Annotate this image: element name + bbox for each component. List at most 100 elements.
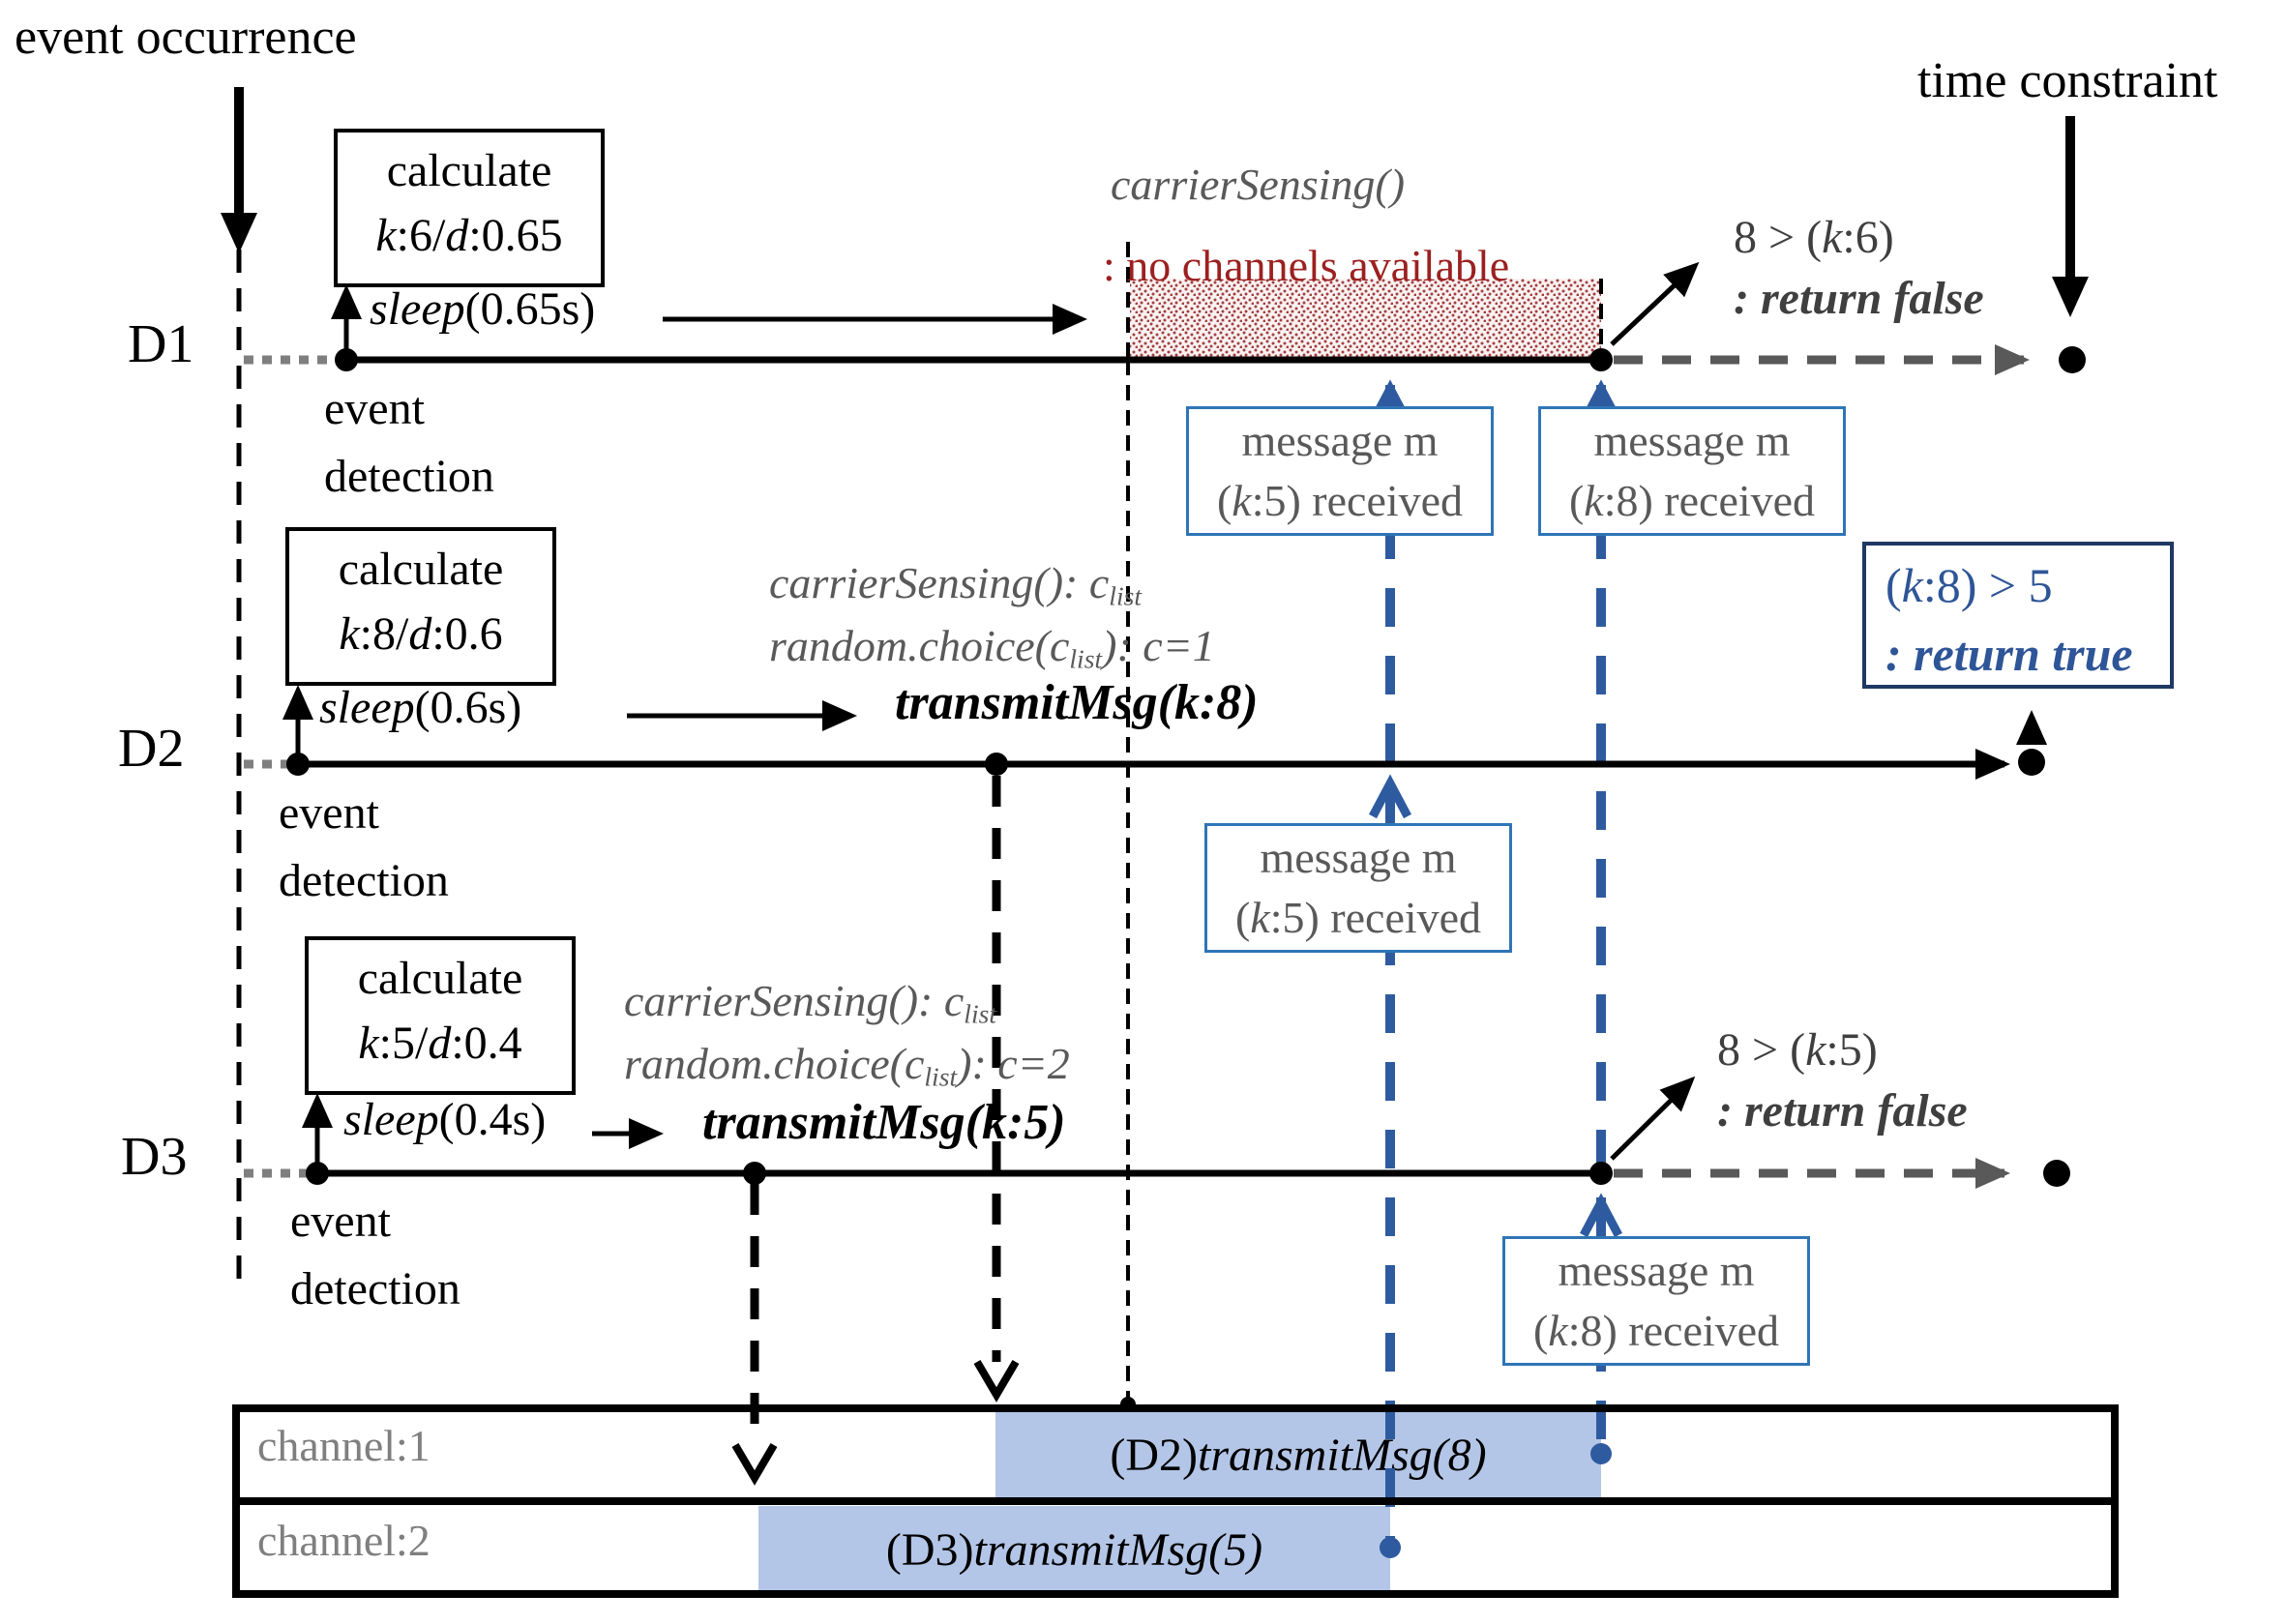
d1-return-false-label: : return false: [1734, 273, 1984, 324]
d3-cmp-post: :5): [1826, 1024, 1878, 1076]
d3-calc-title: calculate: [357, 953, 523, 1004]
k5-k: k: [1250, 893, 1270, 942]
d1-msg-k5-box: message m (k:5) received: [1186, 406, 1494, 536]
d3-sleep-arg: (0.4s): [438, 1094, 547, 1145]
d1-calc-d: d: [445, 210, 469, 262]
d3-cmp-pre: 8 > (: [1717, 1024, 1806, 1076]
d1-calc-kv: :6/: [396, 210, 446, 262]
time-constraint-label: time constraint: [1917, 53, 2218, 108]
d3-calc-k: k: [358, 1018, 379, 1070]
k8-k: k: [1584, 476, 1604, 525]
msg-k8-line: (k:8) received: [1505, 1301, 1807, 1361]
d2-tx-pre: transmitMsg(: [895, 675, 1174, 730]
msg-m-line: message m: [1593, 415, 1791, 465]
k5-pre: (: [1216, 476, 1232, 525]
d3-calc-values: k:5/d:0.4: [309, 1011, 572, 1076]
d1-cmp-k: k: [1822, 212, 1843, 263]
d3-cmp-k: k: [1805, 1024, 1826, 1076]
d3-transmit-label: transmitMsg(k:5): [702, 1095, 1066, 1150]
d2-rc-pre: random.choice(c: [769, 621, 1070, 670]
d2-result-line: (k:8) > 5: [1885, 551, 2170, 620]
d1-no-channels-label: : no channels available: [1103, 241, 1510, 290]
d3-rc-c: c: [997, 1039, 1018, 1088]
d1-calc-box: calculate k:6/d:0.65: [334, 129, 605, 287]
d2-calc-box: calculate k:8/d:0.6: [285, 527, 556, 686]
d2-calc-dv: :0.6: [431, 608, 503, 661]
d3-calc-d: d: [428, 1018, 452, 1070]
k5-post: :5) received: [1269, 893, 1482, 942]
k8-post: :8) received: [1603, 476, 1816, 525]
d2-return-true-label: : return true: [1885, 627, 2133, 681]
d2-calc-title: calculate: [338, 544, 504, 595]
d3-random-choice-label: random.choice(clist): c=2: [624, 1039, 1070, 1092]
d3-tx-k: k: [981, 1095, 1007, 1150]
d3-sleep-fn: sleep: [343, 1094, 439, 1145]
d2-cs-sub: list: [1109, 580, 1143, 611]
d2-res-pre: (: [1885, 558, 1902, 612]
d1-event-word: event: [324, 383, 425, 434]
d1-calc-k: k: [375, 210, 397, 262]
d1-cmp-post: :6): [1842, 212, 1894, 263]
d2-carrier-sensing-label: carrierSensing(): clist: [769, 558, 1143, 611]
d3-tx-pre: transmitMsg(: [702, 1095, 982, 1150]
msg-k5-line: (k:5) received: [1207, 888, 1509, 948]
k8-pre: (: [1532, 1306, 1549, 1355]
d2-event-detection: event detection: [279, 780, 449, 914]
k5-post: :5) received: [1251, 476, 1464, 525]
k5-k: k: [1232, 476, 1252, 525]
d2-calc-kv: :8/: [359, 608, 409, 661]
d2-tx-post: :8): [1199, 675, 1259, 730]
d3-rc-sub: list: [924, 1061, 958, 1092]
d1-sleep-label: sleep(0.65s): [370, 283, 596, 336]
d1-sleep-arg: (0.65s): [464, 283, 596, 335]
d1-carrier-sensing-label: carrierSensing(): [1111, 160, 1406, 209]
d3-cs-pre: carrierSensing(): c: [624, 976, 965, 1025]
d1-compare-label: 8 > (k:6): [1734, 212, 1894, 264]
d3-cs-sub: list: [964, 998, 997, 1029]
d3-calc-dv: :0.4: [451, 1018, 522, 1070]
d2-rc-eq: =1: [1162, 621, 1215, 670]
d2-calc-d: d: [408, 608, 432, 661]
d2-calc-values: k:8/d:0.6: [289, 602, 552, 666]
d3-sleep-label: sleep(0.4s): [343, 1094, 547, 1146]
d2-res-post: :8) > 5: [1922, 558, 2053, 612]
d3-calc-kv: :5/: [378, 1018, 429, 1070]
d2-transmit-label: transmitMsg(k:8): [895, 675, 1259, 730]
d1-sleep-fn: sleep: [370, 283, 465, 335]
msg-m-line: message m: [1241, 415, 1439, 465]
d2-msg-k5-box: message m (k:5) received: [1204, 823, 1512, 953]
d2-label: D2: [118, 719, 185, 779]
d3-carrier-sensing-label: carrierSensing(): clist: [624, 976, 997, 1029]
d2-rc-sub: list: [1069, 643, 1103, 674]
d1-calc-values: k:6/d:0.65: [338, 203, 601, 268]
d3-label: D3: [121, 1127, 188, 1187]
k8-pre: (: [1568, 476, 1585, 525]
d3-tx-post: :5): [1006, 1095, 1066, 1150]
d2-res-k: k: [1901, 558, 1923, 612]
d2-sleep-label: sleep(0.6s): [319, 682, 522, 734]
d2-cs-pre: carrierSensing(): c: [769, 558, 1110, 607]
k8-post: :8) received: [1567, 1306, 1780, 1355]
event-occurrence-label: event occurrence: [15, 10, 357, 65]
k8-k: k: [1548, 1306, 1568, 1355]
d3-calc-box: calculate k:5/d:0.4: [305, 936, 576, 1095]
d2-random-choice-label: random.choice(clist): c=1: [769, 621, 1215, 674]
d2-sleep-arg: (0.6s): [414, 682, 522, 733]
d1-msg-k8-box: message m (k:8) received: [1538, 406, 1846, 536]
d3-msg-k8-box: message m (k:8) received: [1502, 1236, 1810, 1366]
channel1-label: channel:1: [257, 1421, 430, 1470]
msg-m-line: message m: [1558, 1245, 1755, 1295]
msg-k5-line: (k:5) received: [1189, 471, 1491, 531]
d2-rc-post: ):: [1102, 621, 1143, 670]
d1-calc-dv: :0.65: [468, 210, 563, 262]
d2-rc-c: c: [1143, 621, 1163, 670]
d1-detection-word: detection: [324, 450, 494, 502]
d3-return-false-label: : return false: [1717, 1085, 1968, 1137]
d3-rc-post: ):: [957, 1039, 998, 1088]
d2-sleep-fn: sleep: [319, 682, 415, 733]
d3-detection-word: detection: [290, 1262, 460, 1314]
d2-calc-k: k: [339, 608, 360, 661]
d1-calc-title: calculate: [386, 145, 552, 196]
